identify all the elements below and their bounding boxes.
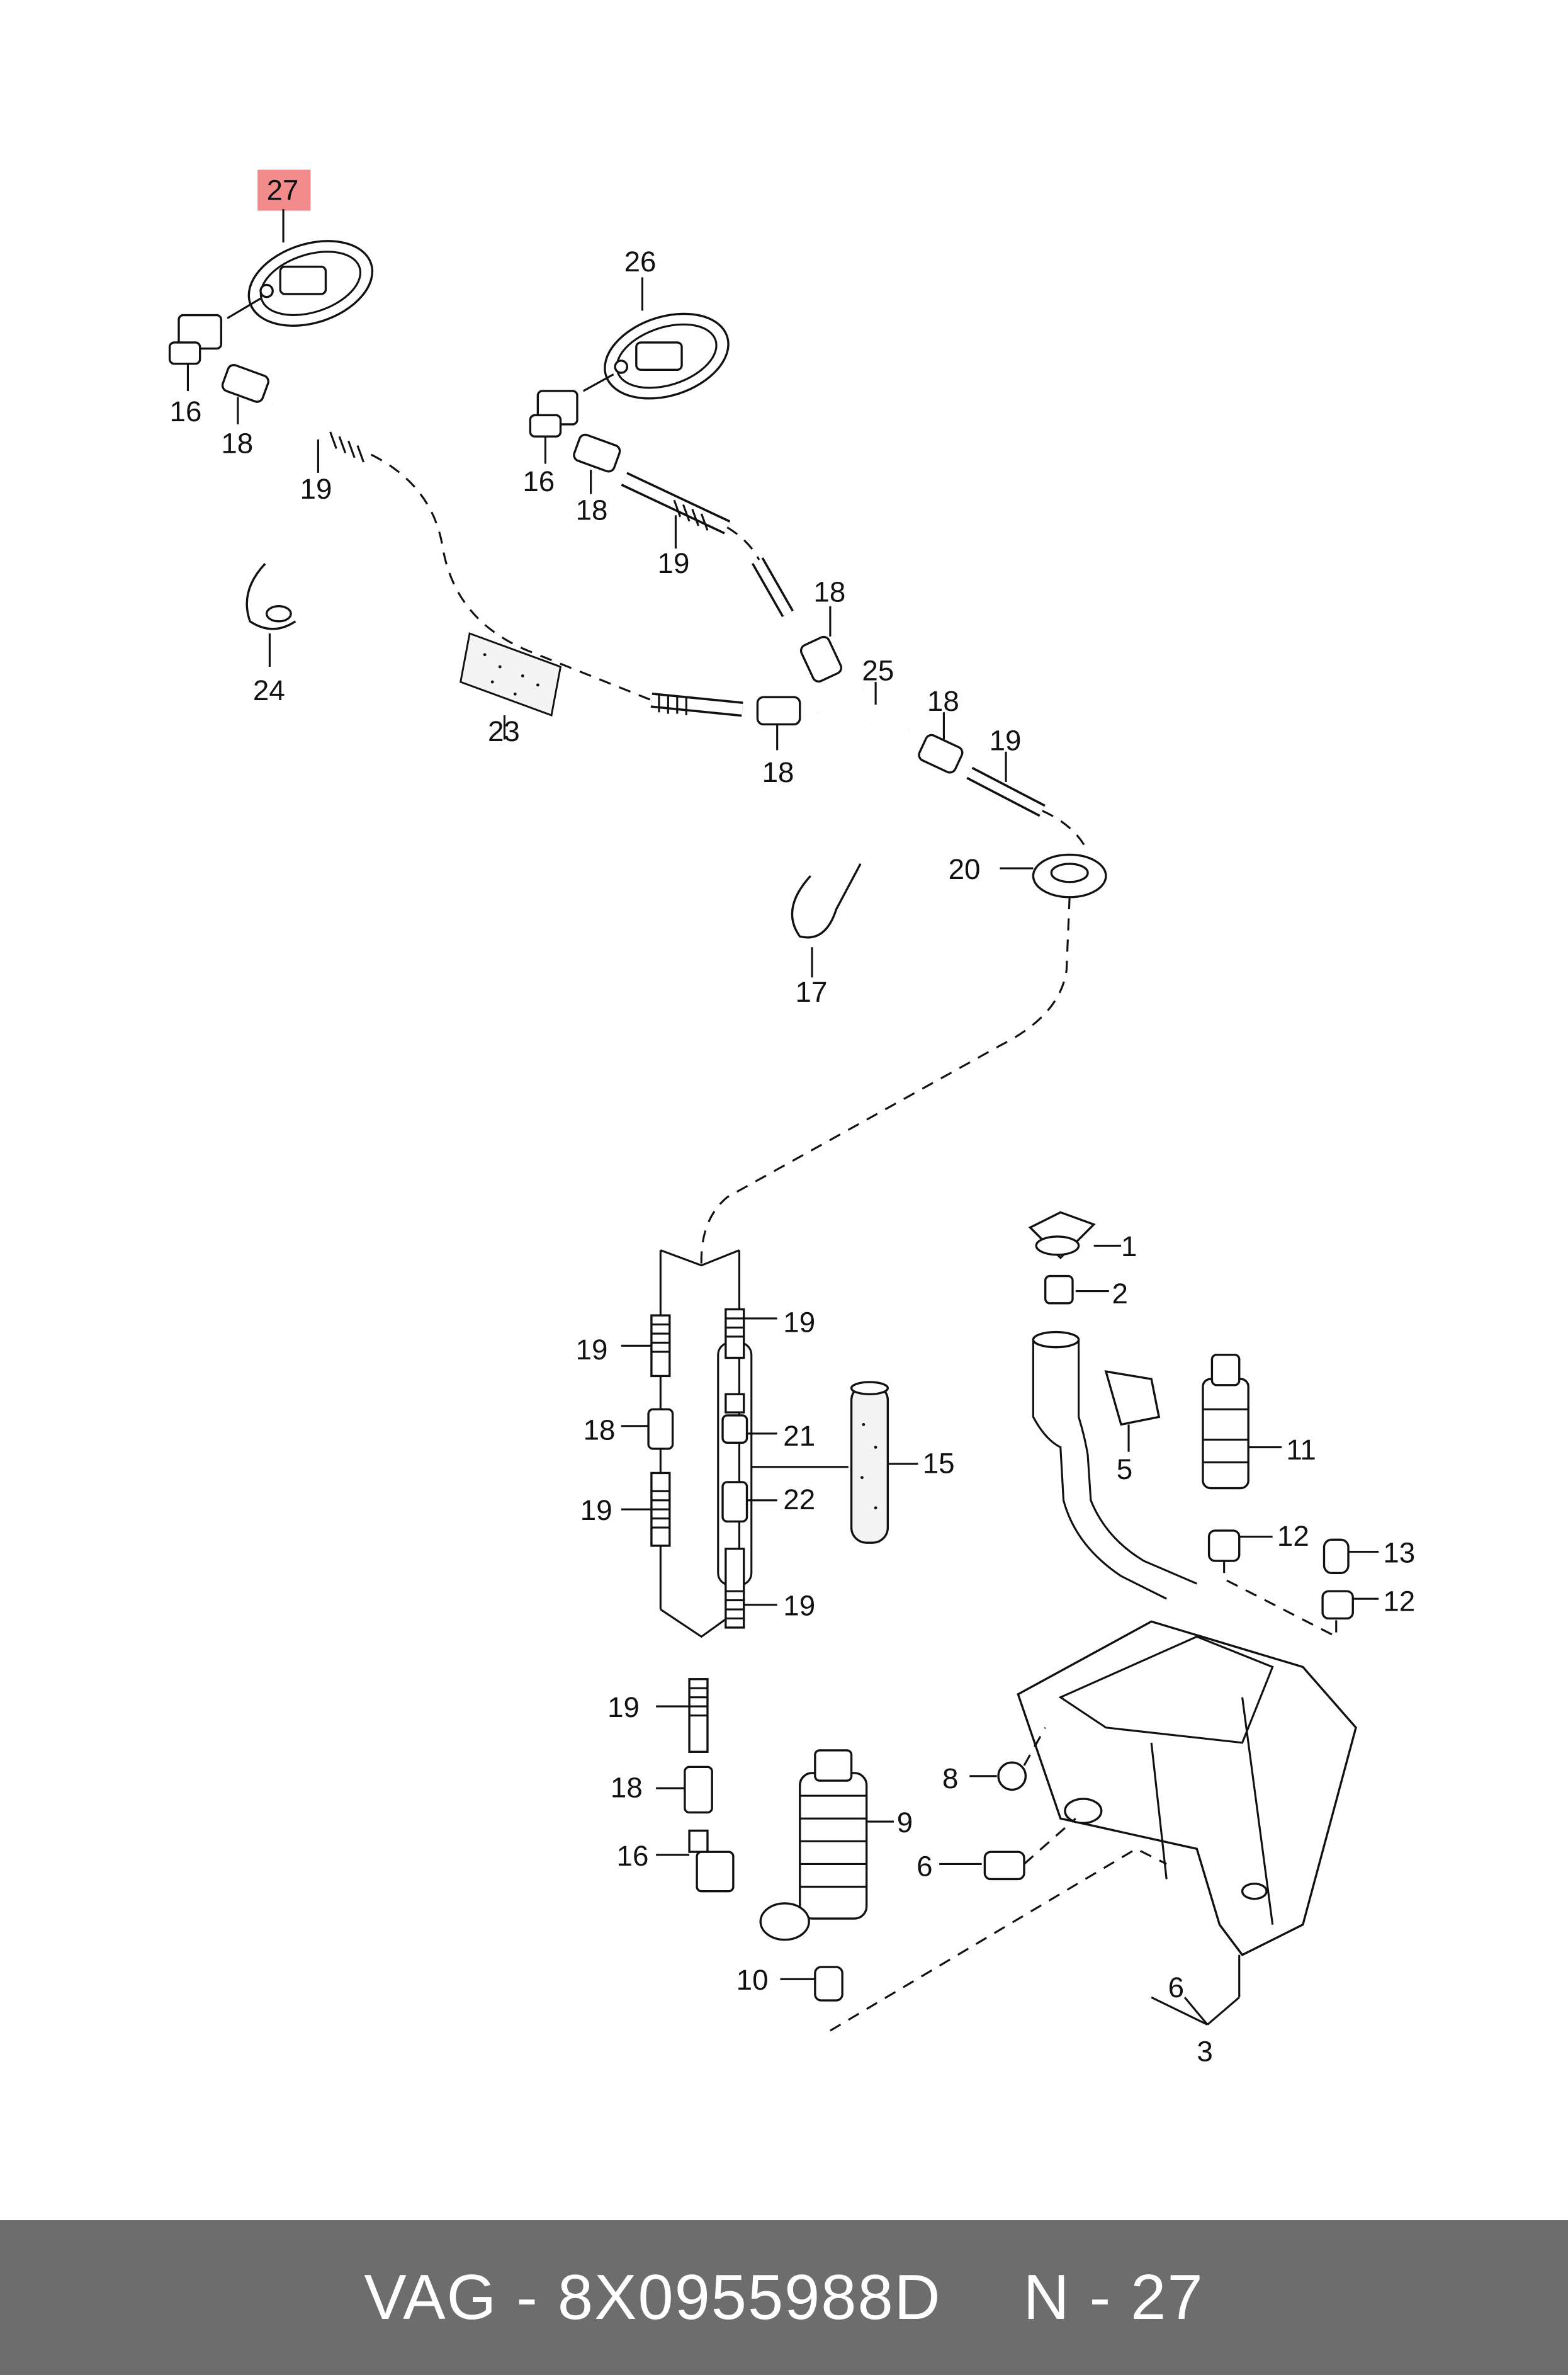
- seal-2[interactable]: [1044, 1274, 1109, 1305]
- callout-2: 2: [1112, 1278, 1128, 1310]
- callout-17: 17: [796, 976, 828, 1008]
- callout-19: 19: [580, 1494, 612, 1526]
- callout-13: 13: [1383, 1536, 1415, 1568]
- footer-reference: N - 27: [1023, 2262, 1204, 2333]
- callout-27-highlight[interactable]: [257, 169, 311, 211]
- foam-tube-15[interactable]: [850, 1381, 918, 1544]
- washer-nozzle-27[interactable]: [227, 209, 383, 341]
- t-piece-25[interactable]: [818, 682, 910, 732]
- callout-26: 26: [624, 246, 657, 278]
- callout-19: 19: [607, 1691, 640, 1723]
- cable-tie-17[interactable]: [791, 863, 862, 978]
- footer-bar: VAG - 8X0955988D N - 27: [0, 2220, 1568, 2375]
- connector-16-lower[interactable]: [656, 1829, 735, 1893]
- callout-22: 22: [783, 1483, 815, 1516]
- callout-25: 25: [862, 655, 894, 687]
- callout-24: 24: [253, 674, 285, 706]
- hose-18-right[interactable]: [917, 712, 964, 774]
- callout-19: 19: [990, 724, 1022, 756]
- washer-pump-9[interactable]: [759, 1749, 894, 1941]
- washer-pump-11[interactable]: [1202, 1354, 1282, 1490]
- callout-6: 6: [1168, 1971, 1184, 2004]
- callout-18: 18: [611, 1771, 643, 1803]
- grommet-10[interactable]: [780, 1966, 843, 2002]
- callout-12: 12: [1383, 1585, 1415, 1617]
- parts-diagram: 27 26 16 18 19 16 18 19 24 23 18 18 25 1…: [168, 169, 1415, 2067]
- level-sensor-5[interactable]: [1104, 1370, 1161, 1452]
- callout-1: 1: [1121, 1230, 1137, 1262]
- washer-nozzle-26[interactable]: [582, 277, 740, 413]
- grommet-12-a[interactable]: [1207, 1529, 1273, 1562]
- callout-18: 18: [927, 685, 959, 717]
- callout-19: 19: [300, 473, 332, 505]
- callout-16: 16: [522, 465, 555, 497]
- hose-route-main: [700, 897, 1071, 1266]
- hose-19-top-right[interactable]: [621, 472, 731, 549]
- plug-13[interactable]: [1323, 1538, 1379, 1574]
- hose-19-right-col-top[interactable]: [725, 1308, 777, 1359]
- hose-19-top-left[interactable]: [270, 398, 374, 473]
- foam-pad-23[interactable]: [460, 632, 562, 740]
- hose-18-diag[interactable]: [799, 606, 843, 684]
- callout-16: 16: [617, 1840, 649, 1872]
- hose-19-diag[interactable]: [751, 557, 794, 618]
- callout-21: 21: [783, 1420, 815, 1452]
- callout-19: 19: [783, 1307, 815, 1339]
- callout-8: 8: [942, 1762, 958, 1794]
- grommet-12-b[interactable]: [1321, 1590, 1379, 1620]
- hose-19-mid[interactable]: [650, 692, 743, 717]
- sensor-6[interactable]: [939, 1818, 1076, 1881]
- clamp-24[interactable]: [245, 563, 296, 667]
- callout-18: 18: [221, 428, 253, 460]
- callout-19: 19: [658, 547, 690, 579]
- callout-18: 18: [813, 576, 845, 608]
- filler-cap-1[interactable]: [1028, 1211, 1122, 1260]
- grommet-20[interactable]: [1000, 810, 1107, 898]
- callout-18: 18: [584, 1414, 616, 1446]
- hose-route-left: [370, 453, 652, 701]
- hose-18-top-left[interactable]: [221, 363, 270, 424]
- callout-9: 9: [897, 1806, 913, 1839]
- hose-19-right-col-bottom[interactable]: [725, 1548, 777, 1629]
- callout-16: 16: [170, 395, 202, 428]
- hose-19-left-col-bottom[interactable]: [621, 1471, 671, 1547]
- hose-18-lower[interactable]: [656, 1766, 713, 1814]
- callout-5: 5: [1117, 1453, 1132, 1485]
- callout-10: 10: [736, 1964, 769, 1996]
- footer-part-number: VAG - 8X0955988D: [364, 2262, 942, 2333]
- callout-11: 11: [1286, 1434, 1316, 1466]
- callout-20: 20: [949, 853, 981, 885]
- callout-12: 12: [1277, 1520, 1309, 1552]
- hose-19-right[interactable]: [966, 751, 1046, 817]
- callout-3: 3: [1197, 2035, 1212, 2067]
- callout-27: 27: [267, 174, 299, 207]
- connector-16-top-right[interactable]: [529, 390, 578, 464]
- hose-18-top-right[interactable]: [572, 433, 621, 494]
- washer-reservoir-3[interactable]: [1017, 1620, 1357, 2026]
- callout-19: 19: [576, 1334, 608, 1366]
- leader-12-13: [1223, 1561, 1338, 1638]
- callout-23: 23: [488, 715, 520, 747]
- callout-18: 18: [576, 494, 608, 526]
- connector-21[interactable]: [721, 1393, 777, 1444]
- connector-16-top-left[interactable]: [168, 314, 223, 391]
- hose-18-mid[interactable]: [756, 696, 801, 751]
- nut-8[interactable]: [969, 1727, 1047, 1791]
- hose-18-left-col[interactable]: [621, 1408, 674, 1450]
- callout-15: 15: [923, 1447, 955, 1479]
- hose-19-left-col-top[interactable]: [621, 1314, 671, 1378]
- callout-19: 19: [783, 1590, 815, 1622]
- hose-route-right-upper: [726, 526, 766, 576]
- hose-19-lower[interactable]: [656, 1678, 709, 1753]
- filler-neck[interactable]: [1032, 1330, 1197, 1600]
- callout-18: 18: [762, 756, 794, 788]
- valve-22[interactable]: [721, 1481, 777, 1523]
- callout-6: 6: [917, 1851, 932, 1883]
